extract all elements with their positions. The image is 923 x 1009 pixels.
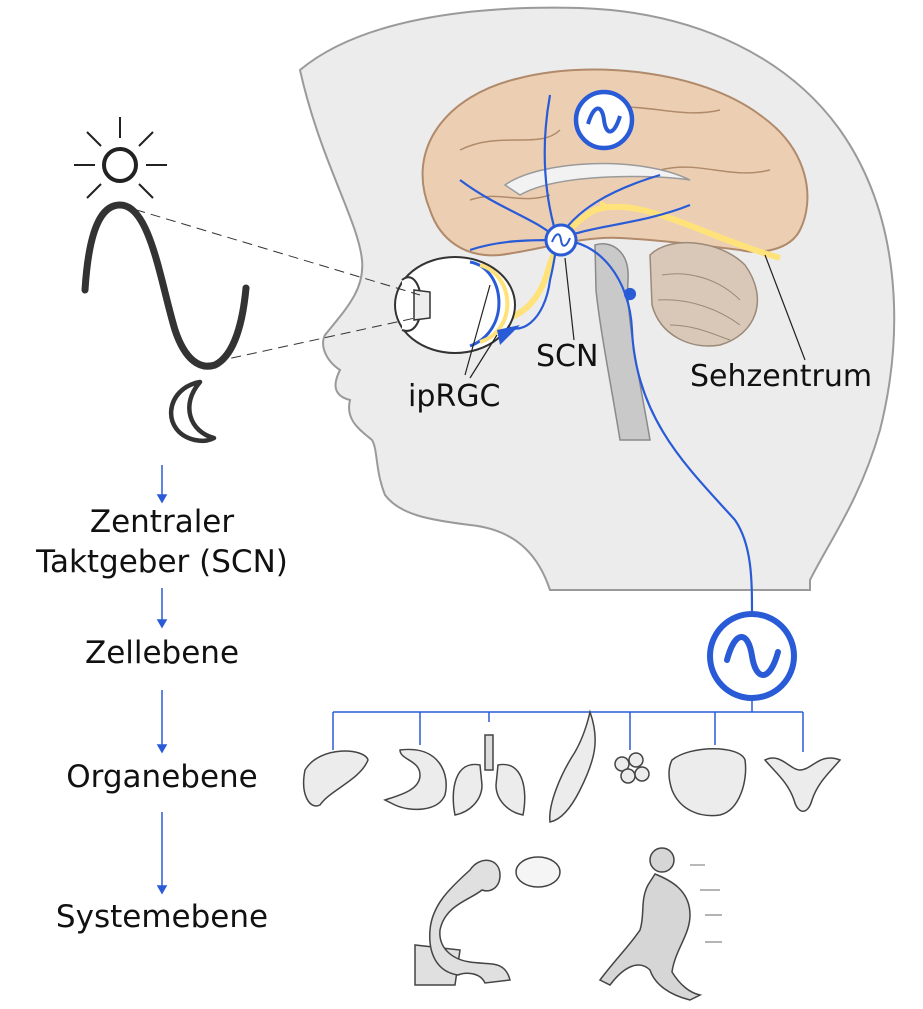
muscle-icon xyxy=(550,712,595,822)
iprgc-label: ipRGC xyxy=(408,380,500,415)
pancreas-icon xyxy=(615,753,649,783)
organ-icons xyxy=(304,712,840,822)
organ-distribution xyxy=(333,698,803,752)
intestine-icon xyxy=(669,749,746,816)
day-night-wave xyxy=(85,205,246,366)
sehzentrum-label: Sehzentrum xyxy=(690,360,872,395)
stomach-icon xyxy=(385,749,446,809)
sun-icon xyxy=(74,117,167,198)
level-organ: Organebene xyxy=(0,760,324,796)
lungs-icon xyxy=(453,735,524,815)
thinker-icon xyxy=(415,857,560,985)
level-central-clock-line1: Zentraler xyxy=(0,505,324,541)
scn-label: SCN xyxy=(536,340,598,375)
level-system: Systemebene xyxy=(0,900,324,936)
moon-icon xyxy=(171,382,214,441)
level-central-clock-line2: Taktgeber (SCN) xyxy=(0,545,324,581)
oscillator-icon xyxy=(576,92,632,148)
level-cell: Zellebene xyxy=(0,636,324,672)
runner-icon xyxy=(600,848,722,1000)
peripheral-oscillator-icon xyxy=(710,614,794,698)
uterus-icon xyxy=(765,758,840,811)
